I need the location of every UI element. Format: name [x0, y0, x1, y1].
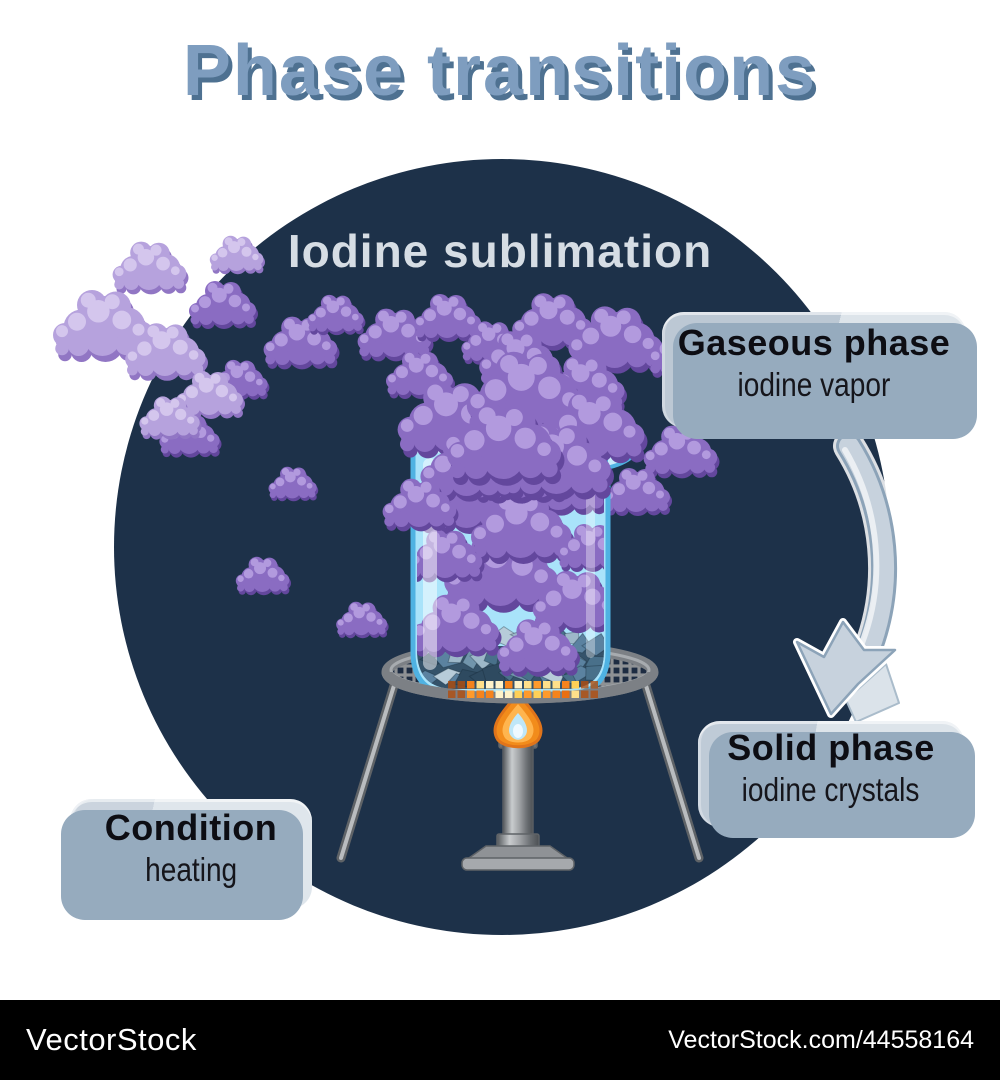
- vapor-cloud: [544, 392, 648, 464]
- vapor-cloud: [189, 281, 258, 329]
- gaseous-phase-title: Gaseous phase: [677, 322, 951, 363]
- vapor-cloud: [532, 570, 604, 634]
- condition-title: Condition: [104, 807, 278, 848]
- solid-phase-title: Solid phase: [727, 727, 935, 768]
- vapor-cloud: [235, 556, 291, 596]
- watermark-left: VectorStock: [26, 1022, 197, 1057]
- vapor-cloud: [512, 293, 595, 351]
- vapor-cloud: [307, 294, 366, 336]
- page-title: Phase transitions: [182, 31, 818, 111]
- vapor-cloud: [268, 466, 319, 502]
- vapor-cloud: [417, 594, 502, 658]
- condition-subtitle: heating: [144, 851, 238, 888]
- scene-heading: Iodine sublimation: [287, 225, 713, 277]
- watermark-right: VectorStock.com/44558164: [668, 1025, 974, 1054]
- vapor-cloud: [125, 323, 208, 381]
- vapor-cloud: [558, 524, 604, 572]
- vapor-cloud: [336, 601, 389, 639]
- label-solid-phase: Solid phase iodine crystals: [698, 721, 964, 827]
- solid-phase-subtitle: iodine crystals: [742, 771, 920, 808]
- label-condition: Condition heating: [70, 799, 312, 909]
- vapor-clouds-spill: [382, 351, 648, 532]
- vapor-cloud: [382, 478, 459, 532]
- label-gaseous-phase: Gaseous phase iodine vapor: [662, 312, 966, 428]
- tripod-stand: [336, 661, 704, 863]
- vapor-cloud: [568, 306, 665, 374]
- vapor-clouds-escaping: [53, 235, 265, 440]
- vapor-cloud: [112, 241, 189, 295]
- vapor-cloud: [447, 404, 565, 486]
- gaseous-phase-subtitle: iodine vapor: [737, 366, 891, 403]
- wire-gauze-front: [381, 671, 659, 704]
- watermark-bar: VectorStock VectorStock.com/44558164: [0, 1000, 1000, 1080]
- vapor-cloud: [139, 396, 202, 440]
- bunsen-burner: [461, 734, 575, 871]
- vapor-cloud: [497, 619, 580, 677]
- flame-icon: [493, 691, 543, 749]
- vapor-cloud: [209, 235, 265, 275]
- downward-arrow: [793, 430, 900, 723]
